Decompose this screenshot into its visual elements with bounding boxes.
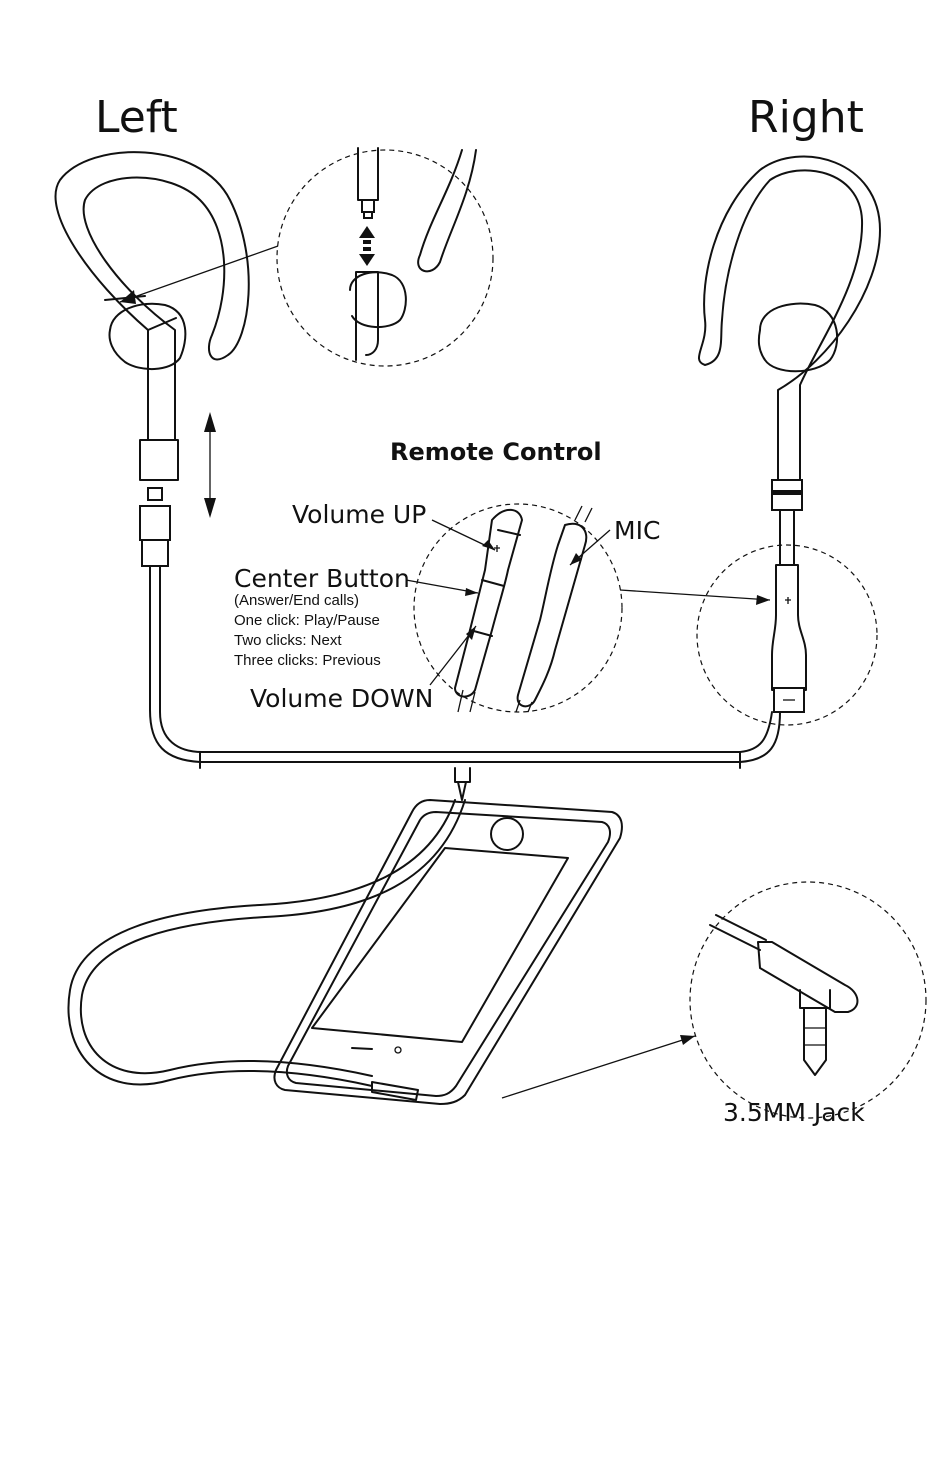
volume-down-label: Volume DOWN [250,686,433,711]
double-arrow-icon [204,412,216,518]
volume-up-label: Volume UP [292,502,426,527]
right-remote-circle [697,545,877,725]
phone [274,800,621,1104]
left-label: Left [95,96,178,140]
center-button-desc-1: (Answer/End calls) [234,593,359,608]
remote-control-title: Remote Control [390,440,602,464]
right-label: Right [748,96,864,140]
center-button-label: Center Button [234,566,410,591]
left-earpiece [56,152,249,566]
center-button-desc-2: One click: Play/Pause [234,613,380,628]
jack-label: 3.5MM Jack [723,1100,865,1125]
left-detail-circle [277,148,493,366]
right-earpiece [699,157,880,566]
mic-label: MIC [614,518,660,543]
center-button-desc-3: Two clicks: Next [234,633,342,648]
center-button-desc-4: Three clicks: Previous [234,653,381,668]
remote-control-circle [414,504,622,712]
jack-detail-circle [690,882,926,1118]
